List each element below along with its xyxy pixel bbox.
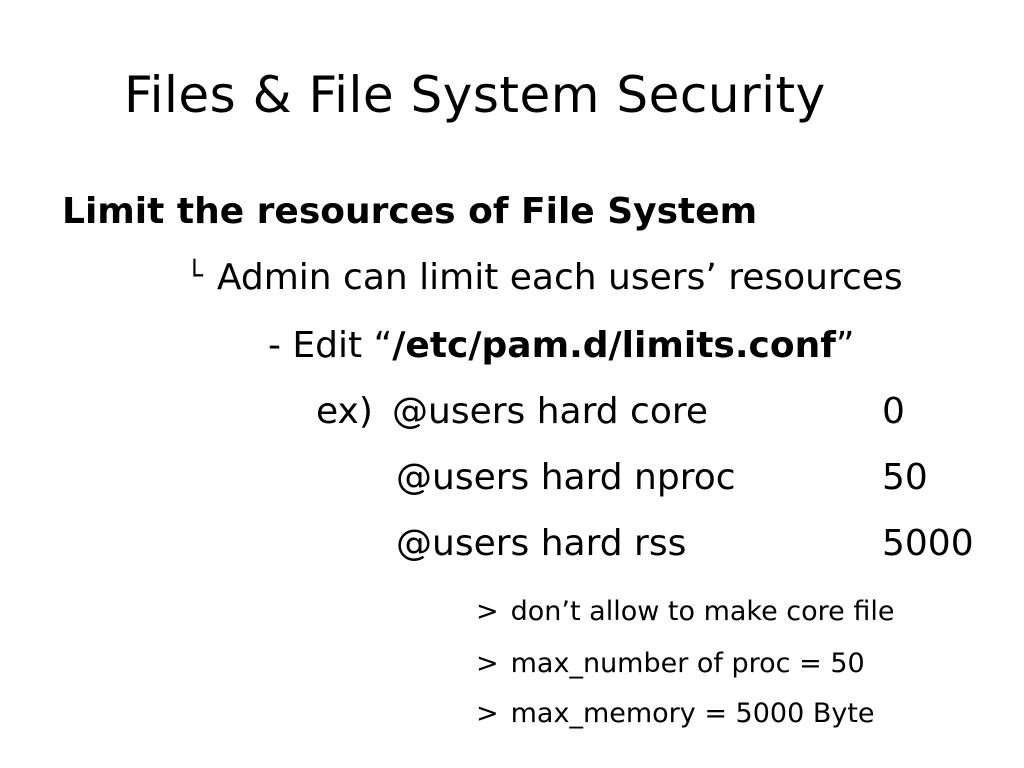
note-item: > max_number of proc = 50 bbox=[476, 650, 865, 677]
note-item: > max_memory = 5000 Byte bbox=[476, 700, 875, 727]
corner-bullet-icon: └ bbox=[186, 259, 203, 292]
bullet-admin-limit: └ Admin can limit each users’ resources bbox=[186, 260, 903, 296]
config-file-path: /etc/pam.d/limits.conf bbox=[392, 325, 836, 366]
bullet-text: Admin can limit each users’ resources bbox=[216, 257, 903, 298]
example-label: ex) bbox=[316, 391, 373, 432]
edit-instruction: - Edit “/etc/pam.d/limits.conf” bbox=[268, 328, 855, 364]
edit-suffix: ” bbox=[835, 325, 855, 366]
chevron-right-icon: > bbox=[476, 596, 499, 627]
limit-key: @users hard rss bbox=[396, 523, 687, 564]
chevron-right-icon: > bbox=[476, 648, 499, 679]
slide-title: Files & File System Security bbox=[124, 66, 826, 124]
note-text: don’t allow to make core file bbox=[510, 596, 895, 627]
limit-key: @users hard core bbox=[392, 391, 709, 432]
limit-value: 0 bbox=[882, 391, 905, 432]
edit-prefix: - Edit “ bbox=[268, 325, 393, 366]
note-text: max_memory = 5000 Byte bbox=[510, 698, 875, 729]
limit-key: @users hard nproc bbox=[396, 457, 736, 498]
chevron-right-icon: > bbox=[476, 698, 499, 729]
limit-value: 50 bbox=[882, 457, 928, 498]
note-item: > don’t allow to make core file bbox=[476, 598, 894, 625]
note-text: max_number of proc = 50 bbox=[510, 648, 865, 679]
section-heading: Limit the resources of File System bbox=[62, 191, 758, 232]
limit-value: 5000 bbox=[882, 523, 974, 564]
